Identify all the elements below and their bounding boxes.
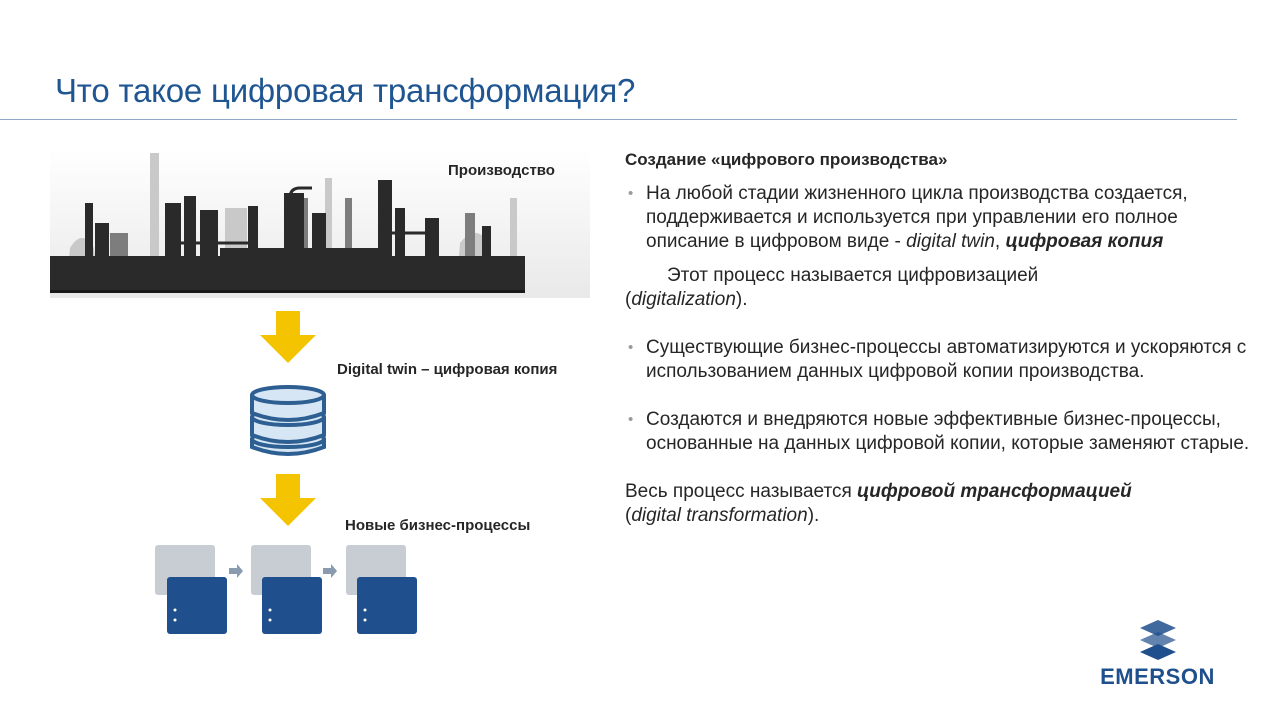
arrow-down-icon bbox=[260, 311, 316, 363]
term-digital-transformation-ru: цифровой трансформацией bbox=[857, 481, 1132, 502]
bullet-item-digital-twin: • На любой стадии жизненного цикла произ… bbox=[625, 182, 1250, 254]
content-heading: Создание «цифрового производства» bbox=[625, 150, 948, 169]
emerson-mark-icon bbox=[1140, 620, 1176, 660]
title-divider bbox=[0, 119, 1237, 120]
business-process-icons bbox=[155, 545, 417, 634]
paren-open: ( bbox=[625, 289, 632, 310]
bullet-icon: • bbox=[628, 185, 634, 202]
emerson-logo: EMERSON bbox=[1080, 620, 1240, 690]
term-digital-copy: цифровая копия bbox=[1005, 231, 1164, 252]
bullet-item-automation: • Существующие бизнес-процессы автоматиз… bbox=[625, 336, 1250, 384]
production-label: Производство bbox=[448, 162, 555, 179]
arrow-down-icon bbox=[260, 474, 316, 526]
digitalization-note: Этот процесс называется цифровизацией (d… bbox=[625, 264, 1250, 312]
term-digitalization: digitalization bbox=[631, 289, 736, 310]
paren-close: ). bbox=[807, 505, 820, 526]
bullet-icon: • bbox=[628, 339, 634, 356]
database-icon bbox=[250, 385, 326, 456]
term-digital-transformation-en: digital transformation bbox=[631, 505, 808, 526]
paren-open: ( bbox=[625, 505, 632, 526]
summary-lead: Весь процесс называется bbox=[625, 481, 858, 502]
emerson-wordmark: EMERSON bbox=[1100, 664, 1215, 689]
term-separator: , bbox=[994, 231, 1006, 252]
bullet-text: На любой стадии жизненного цикла произво… bbox=[646, 183, 1188, 252]
factory-silhouette-image bbox=[50, 148, 590, 298]
bullet-icon: • bbox=[628, 411, 634, 428]
new-processes-label: Новые бизнес-процессы bbox=[345, 517, 531, 534]
term-digital-twin: digital twin bbox=[906, 231, 995, 252]
digital-twin-label: Digital twin – цифровая копия bbox=[337, 361, 558, 378]
note-text: Этот процесс называется цифровизацией bbox=[667, 265, 1039, 286]
bullet-text: Существующие бизнес-процессы автоматизир… bbox=[646, 337, 1247, 382]
slide-title: Что такое цифровая трансформация? bbox=[55, 72, 636, 109]
content-panel: Создание «цифрового производства» • На л… bbox=[625, 150, 1250, 528]
bullet-text: Создаются и внедряются новые эффективные… bbox=[646, 409, 1250, 454]
summary-text: Весь процесс называется цифровой трансфо… bbox=[625, 480, 1250, 528]
paren-close: ). bbox=[735, 289, 748, 310]
bullet-item-new-processes: • Создаются и внедряются новые эффективн… bbox=[625, 408, 1250, 456]
